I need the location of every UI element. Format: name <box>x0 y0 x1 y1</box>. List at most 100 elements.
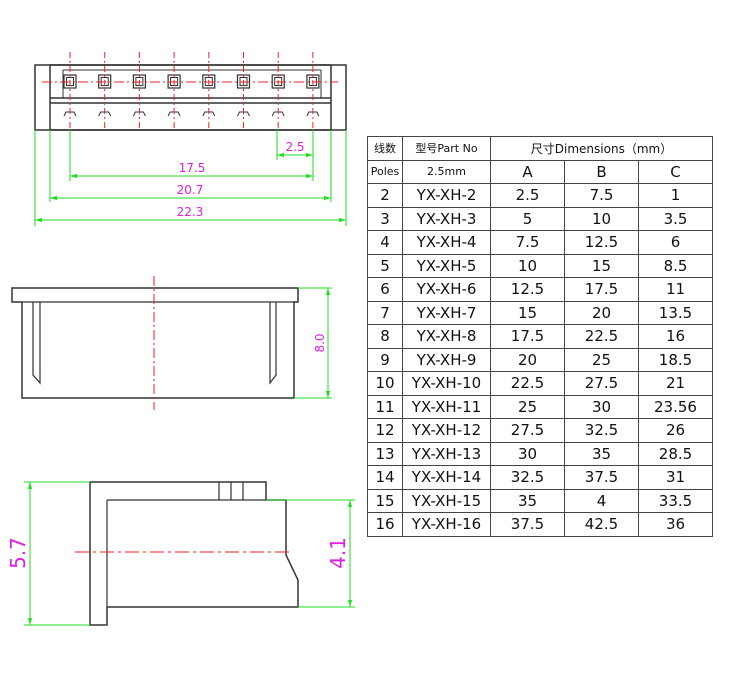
cell-b: 30 <box>564 394 639 419</box>
cell-a: 37.5 <box>490 512 565 537</box>
cell-poles: 16 <box>367 512 403 537</box>
cell-b: 25 <box>564 347 639 372</box>
side-view: 5.7 4.1 <box>6 481 355 626</box>
cell-b: 17.5 <box>564 277 639 302</box>
cell-poles: 3 <box>367 206 403 231</box>
cell-poles: 13 <box>367 441 403 466</box>
cell-c: 23.56 <box>638 394 713 419</box>
cell-a: 2.5 <box>490 183 565 208</box>
cell-poles: 5 <box>367 253 403 278</box>
cell-a: 25 <box>490 394 565 419</box>
cell-c: 21 <box>638 371 713 396</box>
dim-total-height-label: 5.7 <box>6 537 30 569</box>
cell-part: YX-XH-9 <box>402 347 491 372</box>
cell-poles: 14 <box>367 465 403 490</box>
cell-b: 37.5 <box>564 465 639 490</box>
cell-poles: 4 <box>367 230 403 255</box>
cell-c: 13.5 <box>638 300 713 325</box>
cell-c: 36 <box>638 512 713 537</box>
header-col-a: A <box>490 159 565 184</box>
cell-c: 18.5 <box>638 347 713 372</box>
cell-b: 7.5 <box>564 183 639 208</box>
cell-a: 10 <box>490 253 565 278</box>
header-pitch: 2.5mm <box>402 159 491 184</box>
table-header-row: 线数 型号Part No 尺寸Dimensions（mm） <box>367 136 713 161</box>
dim-pitch-label: 2.5 <box>285 140 304 154</box>
cell-a: 15 <box>490 300 565 325</box>
dimensions-table: 线数 型号Part No 尺寸Dimensions（mm） Poles 2.5m… <box>367 136 713 537</box>
cell-a: 5 <box>490 206 565 231</box>
cell-c: 33.5 <box>638 488 713 513</box>
cell-b: 10 <box>564 206 639 231</box>
cell-a: 22.5 <box>490 371 565 396</box>
side-view-inner <box>106 482 266 607</box>
cell-part: YX-XH-13 <box>402 441 491 466</box>
cell-poles: 6 <box>367 277 403 302</box>
cell-part: YX-XH-5 <box>402 253 491 278</box>
cell-poles: 15 <box>367 488 403 513</box>
cell-part: YX-XH-16 <box>402 512 491 537</box>
cell-part: YX-XH-12 <box>402 418 491 443</box>
header-part-no: 型号Part No <box>402 136 491 161</box>
cell-a: 35 <box>490 488 565 513</box>
cell-b: 27.5 <box>564 371 639 396</box>
table-subheader-row: Poles 2.5mm A B C <box>367 159 713 184</box>
cell-a: 32.5 <box>490 465 565 490</box>
cell-part: YX-XH-6 <box>402 277 491 302</box>
cell-b: 42.5 <box>564 512 639 537</box>
cell-a: 17.5 <box>490 324 565 349</box>
header-poles-en: Poles <box>367 159 403 184</box>
side-view-outline <box>89 481 299 626</box>
header-col-c: C <box>638 159 713 184</box>
cell-c: 16 <box>638 324 713 349</box>
cell-poles: 2 <box>367 183 403 208</box>
header-poles-cn: 线数 <box>367 136 403 161</box>
top-view: 2.5 17.5 20.7 22.3 <box>34 52 347 226</box>
cell-c: 1 <box>638 183 713 208</box>
cell-a: 30 <box>490 441 565 466</box>
cell-c: 31 <box>638 465 713 490</box>
cell-part: YX-XH-2 <box>402 183 491 208</box>
cell-poles: 8 <box>367 324 403 349</box>
cell-part: YX-XH-11 <box>402 394 491 419</box>
front-view-dimensions <box>294 287 332 399</box>
header-dimensions: 尺寸Dimensions（mm） <box>490 136 713 161</box>
cell-poles: 9 <box>367 347 403 372</box>
cell-a: 12.5 <box>490 277 565 302</box>
cell-part: YX-XH-10 <box>402 371 491 396</box>
header-col-b: B <box>564 159 639 184</box>
cell-b: 22.5 <box>564 324 639 349</box>
cell-b: 35 <box>564 441 639 466</box>
top-view-dimensions <box>34 130 347 226</box>
cell-c: 28.5 <box>638 441 713 466</box>
cell-part: YX-XH-8 <box>402 324 491 349</box>
cell-b: 15 <box>564 253 639 278</box>
cell-poles: 10 <box>367 371 403 396</box>
cell-c: 8.5 <box>638 253 713 278</box>
cell-part: YX-XH-15 <box>402 488 491 513</box>
cell-b: 20 <box>564 300 639 325</box>
top-view-pins <box>63 52 320 128</box>
cell-a: 7.5 <box>490 230 565 255</box>
cell-b: 4 <box>564 488 639 513</box>
cell-b: 32.5 <box>564 418 639 443</box>
cell-part: YX-XH-7 <box>402 300 491 325</box>
cell-c: 26 <box>638 418 713 443</box>
front-view: 8.0 <box>11 276 332 410</box>
dim-height-label: 8.0 <box>313 333 327 352</box>
cell-poles: 11 <box>367 394 403 419</box>
dim-body-label: 20.7 <box>177 183 204 197</box>
cell-a: 27.5 <box>490 418 565 443</box>
